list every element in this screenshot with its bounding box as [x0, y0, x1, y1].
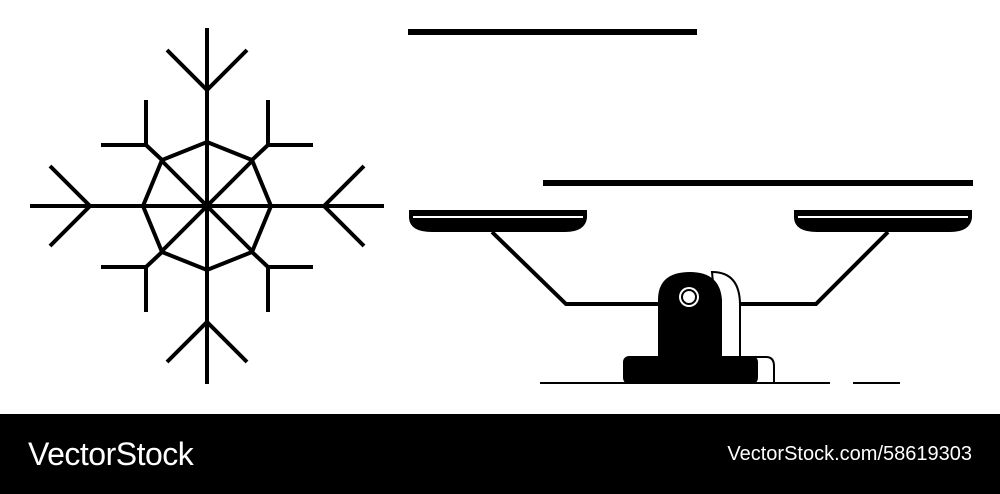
top-bar	[408, 29, 697, 35]
seesaw-scale-icon	[409, 210, 972, 384]
brand-logo: VectorStock	[28, 435, 194, 472]
watermark-footer: VectorStock VectorStock.com/58619303	[0, 414, 1000, 494]
image-credit: VectorStock.com/58619303	[727, 442, 972, 465]
middle-bar	[543, 180, 973, 186]
illustration	[30, 28, 973, 384]
snowflake-icon	[30, 28, 384, 384]
